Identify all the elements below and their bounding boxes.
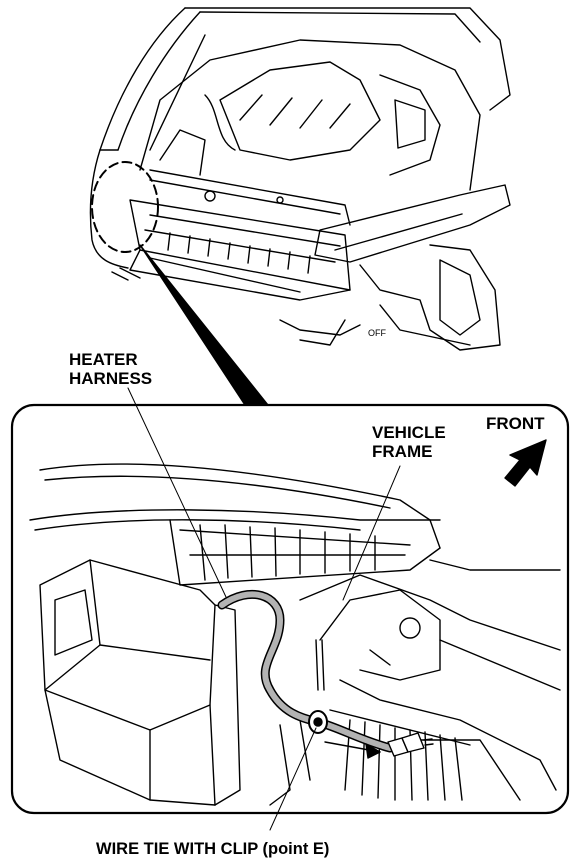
callout-pointer xyxy=(139,244,269,406)
detail-inset-drawing xyxy=(29,463,561,806)
front-direction-arrow-icon xyxy=(504,439,547,487)
wire-tie-label: WIRE TIE WITH CLIP (point E) xyxy=(96,840,330,858)
heater-harness-cable xyxy=(217,589,434,759)
detail-inset-frame xyxy=(10,403,570,815)
front-label: FRONT xyxy=(486,414,545,433)
detail-callout-circle xyxy=(91,161,159,253)
heater-harness-label: HEATER HARNESS xyxy=(69,350,153,388)
heater-harness-leader xyxy=(127,387,227,598)
vehicle-frame-label: VEHICLE FRAME xyxy=(372,423,446,461)
svg-text:OFF: OFF xyxy=(368,328,386,338)
leader-lines xyxy=(127,387,401,831)
vehicle-frame-leader xyxy=(342,465,401,601)
vehicle-overview: OFF xyxy=(89,7,511,351)
wire-tie-leader xyxy=(269,727,317,831)
